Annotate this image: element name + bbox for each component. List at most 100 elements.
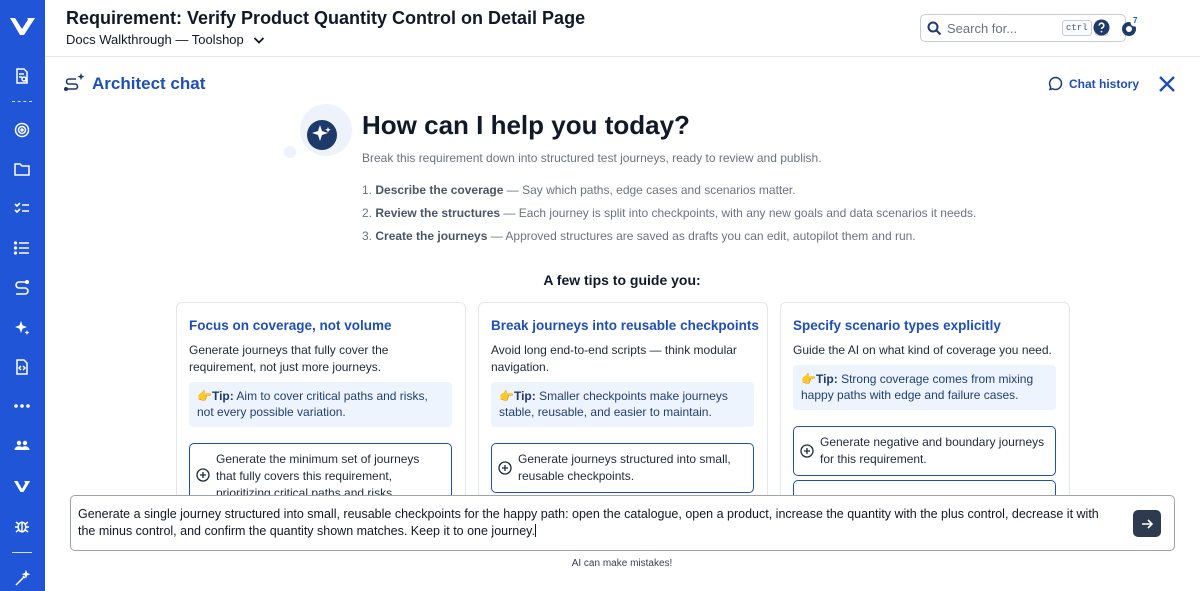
checklist-icon xyxy=(14,202,29,214)
sidebar-item-more[interactable] xyxy=(10,394,34,418)
tip-label: Tip: xyxy=(815,372,838,386)
card-title: Break journeys into reusable checkpoints xyxy=(491,318,759,333)
tip-text: Aim to cover critical paths and risks, n… xyxy=(197,389,428,419)
step-title: Create the journeys xyxy=(375,229,488,243)
suggestion-text: Generate journeys structured into small,… xyxy=(518,452,731,483)
suggestion-text: Generate the minimum set of journeys tha… xyxy=(216,452,420,500)
magic-wand-icon xyxy=(15,570,31,586)
more-horizontal-icon xyxy=(14,404,30,408)
tip-box: 👉Tip: Aim to cover critical paths and ri… xyxy=(189,382,452,427)
tip-label: Tip: xyxy=(513,389,536,403)
sidebar-item-team[interactable] xyxy=(10,434,34,458)
suggestion-button[interactable]: Generate the minimum set of journeys tha… xyxy=(189,443,452,501)
file-code-icon xyxy=(16,359,28,375)
hero-subtitle: Break this requirement down into structu… xyxy=(362,151,822,165)
step-text: — Say which paths, edge cases and scenar… xyxy=(503,183,796,197)
assistant-sparkle-icon xyxy=(284,104,352,158)
sidebar-item-integrations[interactable] xyxy=(10,474,34,498)
app-logo-icon[interactable] xyxy=(9,12,36,39)
step-number: 3. xyxy=(362,229,373,243)
sidebar-divider xyxy=(12,552,32,553)
ai-disclaimer: AI can make mistakes! xyxy=(571,558,673,569)
close-icon[interactable] xyxy=(1158,75,1176,93)
step-title: Describe the coverage xyxy=(375,183,504,197)
list-icon xyxy=(13,241,29,255)
breadcrumb-label: Docs Walkthrough — Toolshop xyxy=(66,32,244,47)
project-breadcrumb[interactable]: Docs Walkthrough — Toolshop xyxy=(66,32,266,47)
chat-bubble-icon xyxy=(1048,76,1063,91)
tip-box: 👉Tip: Strong coverage comes from mixing … xyxy=(793,365,1056,410)
tip-card-coverage: Focus on coverage, not volume Generate j… xyxy=(176,302,466,502)
suggestion-button[interactable]: Generate negative and boundary journeys … xyxy=(793,426,1056,476)
document-search-icon xyxy=(16,68,29,84)
search-input[interactable] xyxy=(947,20,1059,36)
step-number: 2. xyxy=(362,206,373,220)
tip-card-checkpoints: Break journeys into reusable checkpoints… xyxy=(478,302,768,502)
shortcut-key-ctrl: ctrl xyxy=(1062,20,1092,36)
step-item: 1. Describe the coverage — Say which pat… xyxy=(362,183,976,206)
step-text: — Each journey is split into checkpoints… xyxy=(500,206,977,220)
pointing-hand-icon: 👉 xyxy=(499,389,514,403)
card-title: Focus on coverage, not volume xyxy=(189,318,392,333)
architect-chat-icon xyxy=(63,73,85,92)
sidebar-item-goals[interactable] xyxy=(10,118,34,142)
sidebar-item-ai[interactable] xyxy=(10,316,34,340)
tip-card-scenarios: Specify scenario types explicitly Guide … xyxy=(780,302,1070,502)
plus-circle-icon xyxy=(800,444,814,458)
plus-circle-icon xyxy=(498,461,512,475)
tip-label: Tip: xyxy=(211,389,234,403)
step-item: 3. Create the journeys — Approved struct… xyxy=(362,229,976,252)
step-text: — Approved structures are saved as draft… xyxy=(487,229,916,243)
card-description: Guide the AI on what kind of coverage yo… xyxy=(793,343,1052,357)
pointing-hand-icon: 👉 xyxy=(801,372,816,386)
sidebar-item-debug[interactable] xyxy=(10,514,34,538)
step-number: 1. xyxy=(362,183,373,197)
target-icon xyxy=(14,122,30,138)
chat-input-text[interactable]: Generate a single journey structured int… xyxy=(78,506,1118,540)
chat-title: Architect chat xyxy=(92,74,206,93)
journey-path-icon xyxy=(15,279,30,295)
sidebar-item-requirements[interactable] xyxy=(10,64,34,88)
tip-text: Smaller checkpoints make journeys stable… xyxy=(499,389,728,419)
notification-count-badge: 7 xyxy=(1133,16,1138,25)
page-title: Requirement: Verify Product Quantity Con… xyxy=(66,8,586,28)
suggestion-button[interactable]: Generate journeys structured into small,… xyxy=(491,443,754,493)
brand-mark-icon xyxy=(14,481,30,492)
text-cursor xyxy=(534,524,536,537)
help-icon[interactable] xyxy=(1093,19,1110,36)
suggestion-text: Generate negative and boundary journeys … xyxy=(820,435,1045,466)
plus-circle-icon xyxy=(196,468,210,482)
sidebar-item-list[interactable] xyxy=(10,236,34,260)
sidebar-item-checklist[interactable] xyxy=(10,196,34,220)
notifications-icon[interactable] xyxy=(1118,17,1140,39)
steps-list: 1. Describe the coverage — Say which pat… xyxy=(362,183,976,252)
tips-heading: A few tips to guide you: xyxy=(543,272,701,288)
search-icon xyxy=(927,21,942,35)
card-title: Specify scenario types explicitly xyxy=(793,318,1001,333)
step-item: 2. Review the structures — Each journey … xyxy=(362,206,976,229)
card-description: Generate journeys that fully cover the r… xyxy=(189,343,389,374)
step-title: Review the structures xyxy=(375,206,501,220)
chevron-down-icon xyxy=(253,36,264,44)
arrow-right-icon xyxy=(1142,518,1153,529)
card-description: Avoid long end-to-end scripts — think mo… xyxy=(491,343,737,374)
sidebar-item-data[interactable] xyxy=(10,355,34,379)
top-header: Requirement: Verify Product Quantity Con… xyxy=(45,0,1200,57)
sparkle-icon xyxy=(15,321,30,335)
hero-title: How can I help you today? xyxy=(362,110,690,140)
sidebar-item-journeys[interactable] xyxy=(10,276,34,300)
chat-input[interactable]: Generate a single journey structured int… xyxy=(70,495,1175,551)
chat-history-label: Chat history xyxy=(1069,76,1140,91)
send-button[interactable] xyxy=(1133,510,1161,537)
sidebar-item-settings[interactable] xyxy=(10,567,34,591)
users-icon xyxy=(14,440,30,450)
sidebar-divider xyxy=(12,101,32,102)
sidebar xyxy=(0,0,45,591)
pointing-hand-icon: 👉 xyxy=(197,389,212,403)
tip-box: 👉Tip: Smaller checkpoints make journeys … xyxy=(491,382,754,427)
chat-history-button[interactable]: Chat history xyxy=(1048,76,1139,91)
tip-text: Strong coverage comes from mixing happy … xyxy=(801,372,1034,402)
sidebar-item-folders[interactable] xyxy=(10,157,34,181)
chat-input-value: Generate a single journey structured int… xyxy=(78,507,1099,538)
folder-icon xyxy=(14,163,30,176)
